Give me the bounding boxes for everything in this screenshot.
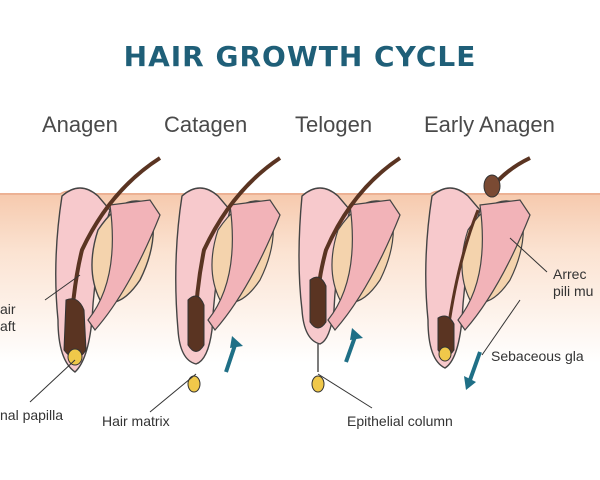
catagen-arrow-head [230, 336, 243, 348]
telogen-dermal-papilla [311, 375, 325, 393]
stage-label-anagen: Anagen [42, 112, 118, 137]
anagen-dermal-papilla [67, 348, 83, 366]
callout-epithelial-column: Epithelial column [347, 413, 453, 429]
early-anagen-club-hair [483, 174, 501, 198]
callout-sebaceous-gland: Sebaceous gla [491, 348, 584, 364]
telogen-arrow-head [350, 328, 363, 340]
callout-hair-shaft-line1: air [0, 301, 16, 317]
catagen-hair-club [187, 295, 205, 352]
callout-hair-shaft-line2: aft [0, 318, 16, 334]
follicle-anagen [55, 156, 162, 373]
leader-lines [29, 237, 548, 413]
early-anagen-arrow [468, 351, 482, 381]
telogen-arrector [327, 199, 401, 331]
callout-hair-shaft: air aft [0, 301, 16, 335]
early-anagen-new-hair [446, 209, 480, 331]
telogen-hair-club [309, 276, 327, 329]
callout-arrector-pili: Arrec pili mu [553, 266, 593, 300]
early-anagen-dermal-papilla [438, 346, 452, 362]
catagen-dermal-papilla [187, 375, 201, 393]
follicle-early-anagen [425, 156, 531, 390]
callout-dermal-papilla: nal papilla [0, 407, 64, 423]
stage-label-early-anagen: Early Anagen [424, 112, 555, 137]
callout-arrector-line2: pili mu [553, 283, 594, 299]
early-anagen-arrector [457, 199, 531, 331]
follicle-catagen [175, 156, 282, 393]
page-title: HAIR GROWTH CYCLE [123, 40, 477, 73]
callout-arrector-line1: Arrec [553, 266, 587, 282]
stage-label-catagen: Catagen [164, 112, 248, 137]
callout-hair-matrix: Hair matrix [102, 413, 170, 429]
follicle-telogen [298, 156, 402, 393]
early-anagen-arrow-head [464, 376, 476, 390]
catagen-arrector [207, 199, 281, 331]
anagen-arrector [87, 199, 161, 331]
stage-label-telogen: Telogen [295, 112, 373, 137]
